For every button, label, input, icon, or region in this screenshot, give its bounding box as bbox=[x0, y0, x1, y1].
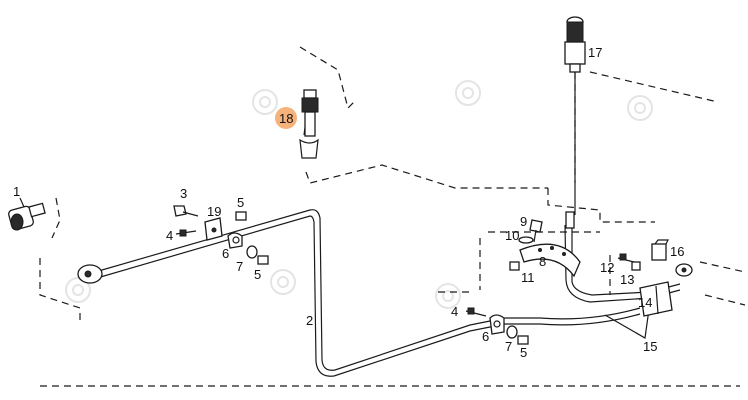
callout-1: 1 bbox=[13, 184, 20, 199]
flower-logo-icon bbox=[252, 89, 278, 115]
callout-5: 5 bbox=[520, 345, 527, 360]
part-5-nut-top bbox=[235, 211, 247, 221]
part-4-screw-left bbox=[175, 229, 197, 237]
callout-14: 14 bbox=[638, 295, 652, 310]
callout-18: 18 bbox=[279, 111, 293, 126]
callout-13: 13 bbox=[620, 272, 634, 287]
part-17-sensor bbox=[564, 16, 586, 73]
phantom-outlines bbox=[39, 46, 746, 387]
flower-logo-icon bbox=[455, 80, 481, 106]
part-4-screw-center bbox=[465, 307, 487, 317]
part-12-screw bbox=[617, 253, 635, 263]
watermark-logos bbox=[65, 80, 653, 309]
part-19-bracket bbox=[204, 217, 223, 241]
callout-10: 10 bbox=[505, 228, 519, 243]
part-13-nut bbox=[631, 261, 641, 271]
callout-6: 6 bbox=[222, 246, 229, 261]
callout-4: 4 bbox=[166, 228, 173, 243]
part-16-relay bbox=[651, 239, 669, 261]
callout-12: 12 bbox=[600, 260, 614, 275]
callout-7: 7 bbox=[236, 259, 243, 274]
callout-18-highlight bbox=[275, 107, 297, 129]
callout-2: 2 bbox=[306, 313, 313, 328]
part-11-nut bbox=[509, 261, 520, 271]
callout-3: 3 bbox=[180, 186, 187, 201]
part-7-washer-center bbox=[506, 325, 518, 339]
part-5-nut-center bbox=[517, 335, 529, 345]
callout-8: 8 bbox=[539, 254, 546, 269]
callout-7: 7 bbox=[505, 339, 512, 354]
part-10-washer bbox=[518, 236, 534, 244]
callout-15: 15 bbox=[643, 339, 657, 354]
connector-small bbox=[565, 211, 575, 229]
part-6-clip-left bbox=[227, 232, 243, 249]
callout-5: 5 bbox=[237, 195, 244, 210]
part-1-plug bbox=[8, 202, 46, 231]
callout-6: 6 bbox=[482, 329, 489, 344]
cable-terminal-right bbox=[675, 263, 693, 277]
callout-4: 4 bbox=[451, 304, 458, 319]
cable-2 bbox=[94, 72, 681, 377]
callout-17: 17 bbox=[588, 45, 602, 60]
part-3-bolt bbox=[173, 205, 199, 217]
callout-labels: 1 2 3 4 4 5 5 5 6 6 7 7 8 9 10 11 12 13 … bbox=[13, 45, 684, 360]
part-9-bolt bbox=[529, 219, 543, 243]
part-7-washer-left bbox=[246, 245, 258, 259]
part-6-clip-center bbox=[489, 314, 505, 335]
flower-logo-icon bbox=[435, 283, 461, 309]
callout-5: 5 bbox=[254, 267, 261, 282]
callout-9: 9 bbox=[520, 214, 527, 229]
callout-11: 11 bbox=[521, 270, 535, 285]
flower-logo-icon bbox=[65, 277, 91, 303]
part-14-holder bbox=[639, 281, 673, 317]
callout-19: 19 bbox=[207, 204, 221, 219]
leader-lines bbox=[19, 119, 666, 339]
part-8-strap bbox=[519, 243, 581, 278]
part-5-nut-left bbox=[257, 255, 269, 265]
part-18-sensor bbox=[299, 89, 319, 159]
callout-16: 16 bbox=[670, 244, 684, 259]
cable-terminal-left bbox=[77, 264, 103, 284]
flower-logo-icon bbox=[627, 95, 653, 121]
flower-logo-icon bbox=[270, 269, 296, 295]
